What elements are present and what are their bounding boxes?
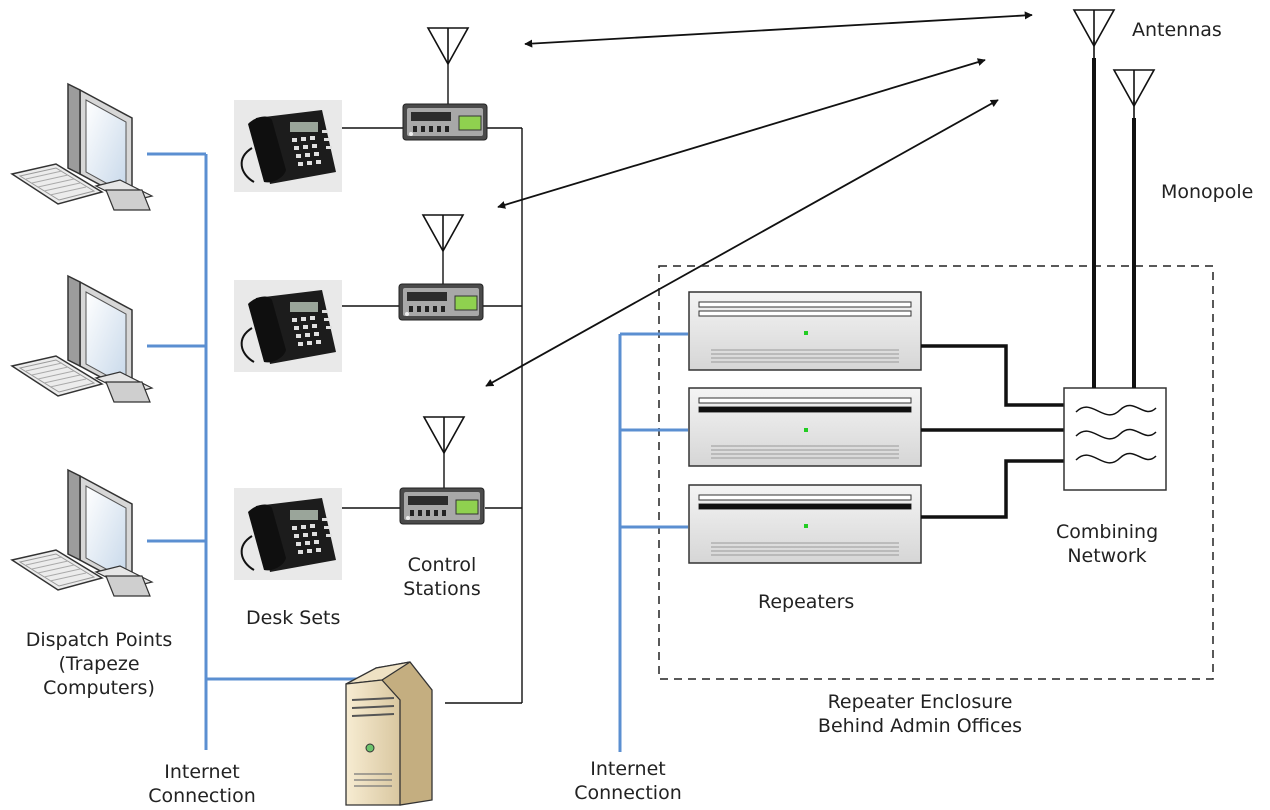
internet-connection-left-line1: Internet	[164, 761, 240, 783]
dispatch-points-label-line2: (Trapeze	[58, 653, 140, 675]
dispatch-points-label-line3: Computers)	[43, 677, 155, 699]
desk-phone-3	[233, 487, 343, 581]
combining-network-label-line2: Network	[1067, 545, 1147, 567]
control-links	[340, 62, 523, 704]
dispatch-computer-2	[11, 275, 153, 403]
control-stations-label-line2: Stations	[403, 578, 481, 600]
server-tower-icon	[345, 661, 433, 806]
combining-network-icon	[1063, 387, 1167, 491]
combining-network-label-line1: Combining	[1056, 521, 1159, 543]
antenna-icon	[423, 416, 465, 454]
internet-connection-right-label: Internet Connection	[566, 757, 690, 805]
rf-link-2	[497, 58, 986, 209]
rf-link-3	[485, 99, 999, 387]
monopole	[1092, 40, 1136, 388]
dispatch-computer-1	[11, 83, 153, 211]
rf-links	[485, 11, 1033, 387]
desk-sets-label: Desk Sets	[246, 607, 341, 629]
repeater-2	[688, 387, 922, 467]
repeater-3	[688, 484, 922, 564]
control-station-2	[398, 283, 484, 321]
internet-connection-right-line1: Internet	[590, 758, 666, 780]
internet-connection-right-line2: Connection	[574, 782, 682, 804]
antenna-icon	[1073, 9, 1115, 47]
repeater-combiner-links	[921, 344, 1064, 519]
control-stations-label: Control Stations	[396, 553, 488, 601]
control-station-3	[399, 487, 485, 525]
repeaters-label: Repeaters	[758, 591, 855, 613]
left-network-lines	[147, 152, 390, 750]
combining-network-label: Combining Network	[1056, 520, 1158, 568]
desk-phone-1	[233, 99, 343, 193]
internet-connection-left-label: Internet Connection	[140, 760, 264, 808]
control-stations-label-line1: Control	[407, 554, 477, 576]
repeater-led	[804, 331, 808, 528]
right-network-lines	[618, 332, 688, 752]
rf-link-1	[524, 11, 1033, 48]
repeater-enclosure-label: Repeater Enclosure Behind Admin Offices	[800, 690, 1040, 738]
control-station-1	[402, 103, 488, 141]
repeater-enclosure-border	[658, 265, 1214, 680]
monopole-label: Monopole	[1161, 181, 1254, 203]
antenna-icon	[1113, 69, 1155, 107]
antenna-icon	[422, 214, 464, 252]
desk-phone-2	[233, 279, 343, 373]
antennas-label: Antennas	[1132, 19, 1222, 41]
repeater-enclosure-label-line2: Behind Admin Offices	[817, 715, 1023, 737]
internet-connection-left-line2: Connection	[148, 785, 256, 807]
antenna-icon	[427, 27, 469, 65]
dispatch-points-label: Dispatch Points (Trapeze Computers)	[20, 628, 178, 700]
repeater-enclosure-label-line1: Repeater Enclosure	[827, 691, 1013, 713]
dispatch-points-label-line1: Dispatch Points	[25, 629, 173, 651]
dispatch-computer-3	[11, 469, 153, 597]
